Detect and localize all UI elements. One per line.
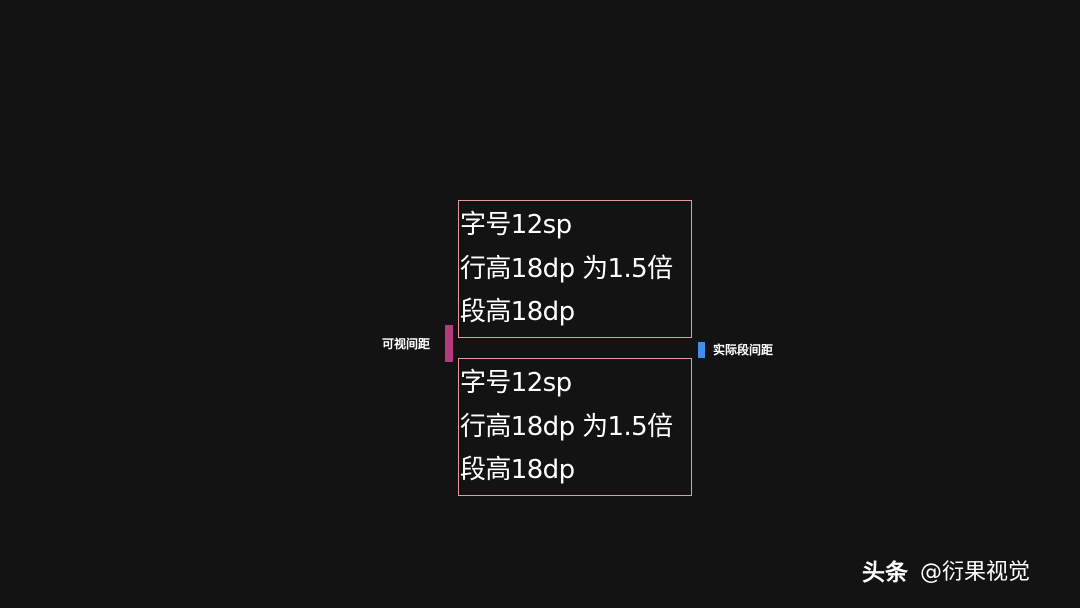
visible-gap-label: 可视间距 (382, 337, 431, 351)
paragraph-block-bottom: 字号12sp 行高18dp 为1.5倍 段高18dp (458, 358, 692, 496)
actual-gap-marker (698, 342, 705, 358)
watermark-brand: 头条 (862, 560, 908, 586)
font-size-line: 字号12sp (460, 210, 572, 240)
watermark-account: @衍果视觉 (920, 560, 1031, 585)
paragraph-height-line: 段高18dp (460, 297, 575, 327)
line-height-line: 行高18dp 为1.5倍 (460, 254, 673, 284)
line-height-line: 行高18dp 为1.5倍 (460, 412, 673, 442)
paragraph-block-top: 字号12sp 行高18dp 为1.5倍 段高18dp (458, 200, 692, 338)
actual-gap-label: 实际段间距 (713, 343, 774, 357)
visible-gap-marker (445, 325, 453, 362)
watermark: 头条 @衍果视觉 (862, 559, 1030, 587)
paragraph-height-line: 段高18dp (460, 455, 575, 485)
font-size-line: 字号12sp (460, 368, 572, 398)
